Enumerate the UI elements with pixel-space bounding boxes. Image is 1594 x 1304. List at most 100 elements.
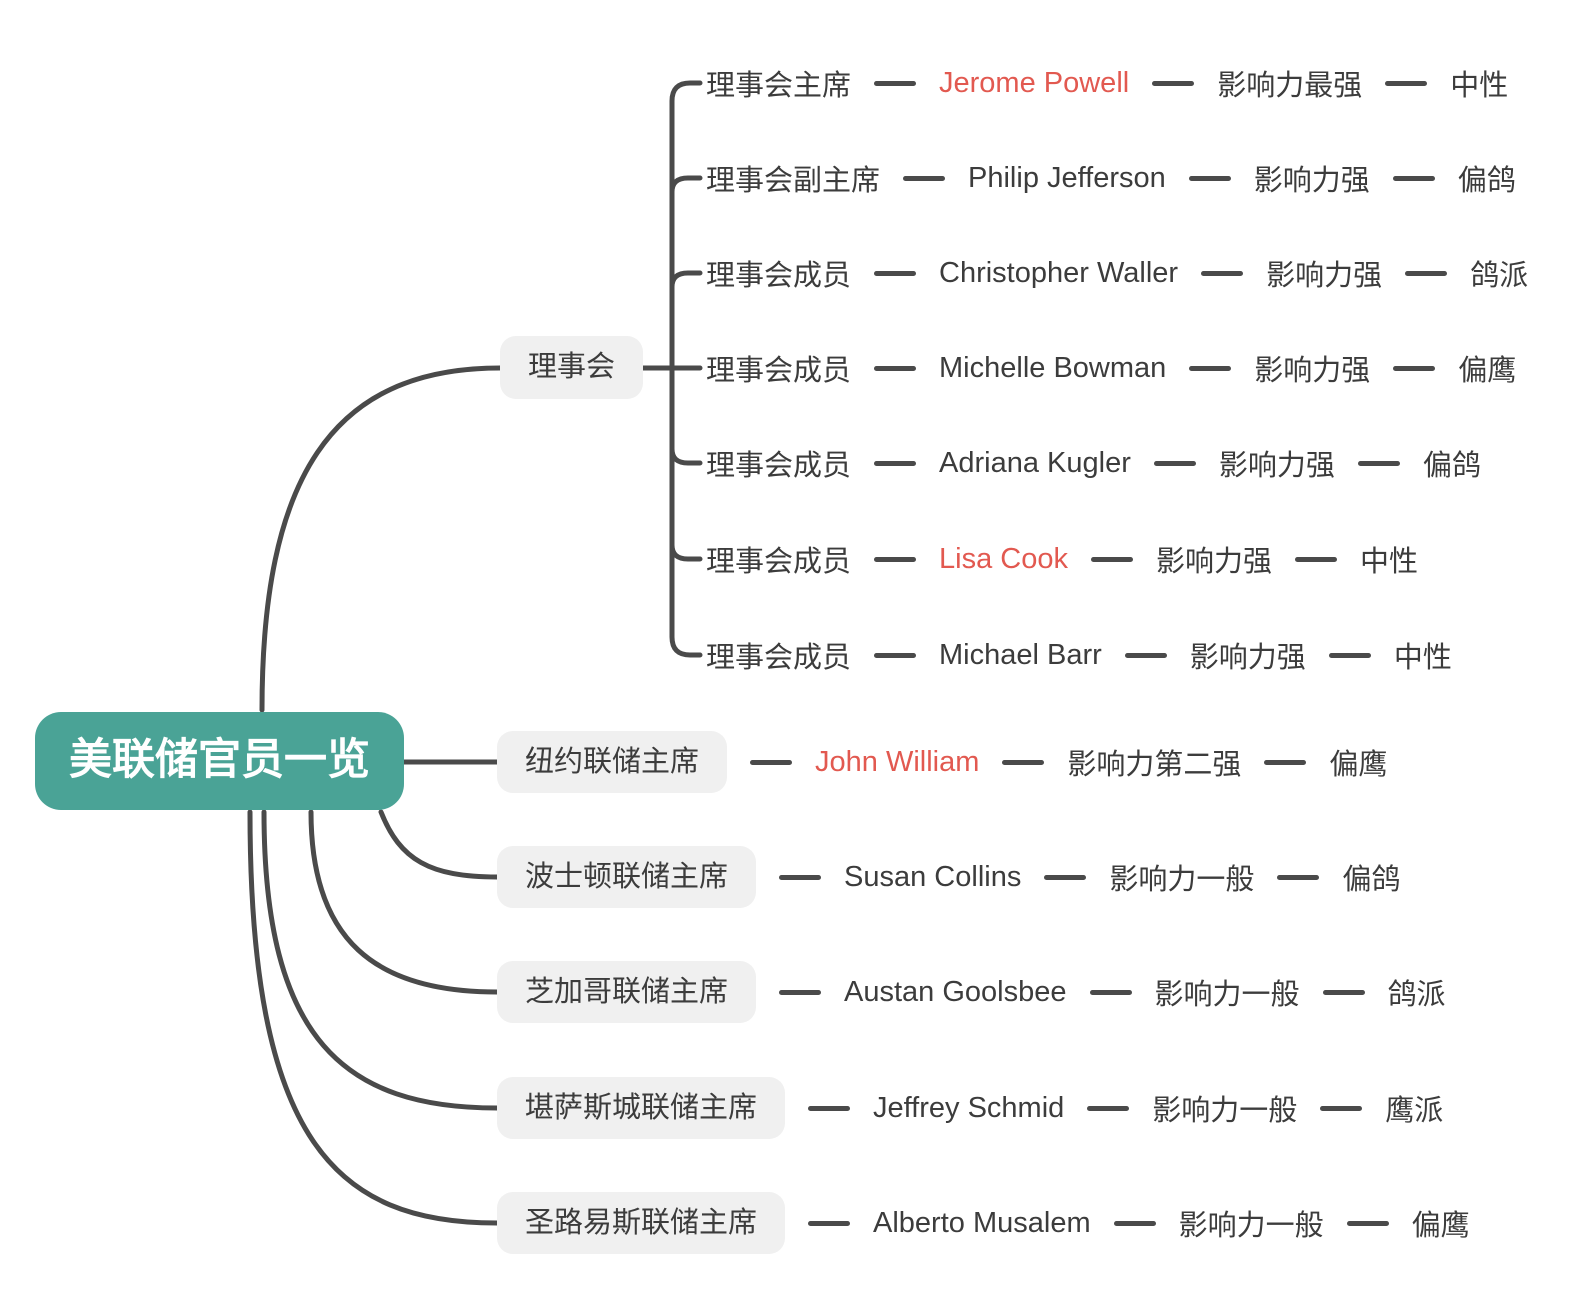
member-name[interactable]: Jerome Powell <box>939 66 1130 99</box>
member-role[interactable]: 理事会成员 <box>706 260 852 292</box>
board-bracket-stub <box>669 446 703 466</box>
connector-dash <box>808 1105 851 1111</box>
member-role[interactable]: 理事会成员 <box>706 450 852 482</box>
root-to-kansas-curve <box>261 809 500 1111</box>
connector-dash <box>1405 270 1448 276</box>
member-stance[interactable]: 鹰派 <box>1385 1095 1444 1127</box>
root-to-stlouis-curve <box>247 809 500 1226</box>
board-member-row: 理事会主席 Jerome Powell 影响力最强 中性 <box>706 51 1508 115</box>
board-member-row: 理事会成员 Adriana Kugler 影响力强 偏鸽 <box>706 431 1481 495</box>
member-name[interactable]: Alberto Musalem <box>873 1206 1091 1239</box>
node-boston-fed-president[interactable]: 波士顿联储主席 <box>497 845 757 909</box>
member-stance[interactable]: 中性 <box>1450 70 1509 102</box>
node-st-louis-fed-president[interactable]: 圣路易斯联储主席 <box>497 1191 786 1255</box>
member-name[interactable]: John William <box>815 745 980 778</box>
connector-dash <box>1152 80 1195 86</box>
connector-dash <box>750 759 793 765</box>
member-stance[interactable]: 中性 <box>1360 546 1419 578</box>
connector-dash <box>1044 874 1087 880</box>
member-influence[interactable]: 影响力一般 <box>1152 1095 1298 1127</box>
connector-dash <box>1393 365 1436 371</box>
member-name[interactable]: Susan Collins <box>844 860 1022 893</box>
node-board[interactable]: 理事会 <box>500 336 644 399</box>
member-name[interactable]: Lisa Cook <box>939 542 1068 575</box>
connector-dash <box>1002 759 1045 765</box>
member-influence[interactable]: 影响力一般 <box>1178 1210 1324 1242</box>
regional-row-st-louis: 圣路易斯联储主席 Alberto Musalem 影响力一般 偏鹰 <box>497 1191 1470 1255</box>
member-name[interactable]: Austan Goolsbee <box>844 975 1067 1008</box>
member-stance[interactable]: 偏鹰 <box>1458 355 1517 387</box>
connector-dash <box>1087 1105 1130 1111</box>
connector-dash <box>874 270 917 276</box>
member-stance[interactable]: 偏鸽 <box>1342 864 1401 896</box>
member-name[interactable]: Michelle Bowman <box>939 351 1167 384</box>
connector-dash <box>874 556 917 562</box>
root-to-chicago-curve <box>308 809 500 995</box>
member-role[interactable]: 理事会成员 <box>706 355 852 387</box>
connector-dash <box>1322 989 1365 995</box>
connector-dash <box>1113 1220 1156 1226</box>
connector-dash <box>1264 759 1307 765</box>
connector-dash <box>1328 652 1371 658</box>
connector-dash <box>1392 175 1435 181</box>
member-influence[interactable]: 影响力强 <box>1266 260 1383 292</box>
node-chicago-fed-president[interactable]: 芝加哥联储主席 <box>497 960 757 1024</box>
member-name[interactable]: Adriana Kugler <box>939 446 1131 479</box>
member-name[interactable]: Jeffrey Schmid <box>873 1091 1065 1124</box>
member-stance[interactable]: 鸽派 <box>1470 260 1529 292</box>
node-ny-fed-president[interactable]: 纽约联储主席 <box>497 730 728 794</box>
connector-dash <box>1295 556 1337 562</box>
member-influence[interactable]: 影响力一般 <box>1154 979 1300 1011</box>
connector-dash <box>1385 80 1428 86</box>
member-influence[interactable]: 影响力第二强 <box>1067 749 1242 781</box>
board-member-row: 理事会成员 Christopher Waller 影响力强 鸽派 <box>706 241 1528 305</box>
member-role[interactable]: 理事会成员 <box>706 546 852 578</box>
regional-row-ny: 纽约联储主席 John William 影响力第二强 偏鹰 <box>497 730 1387 794</box>
member-name[interactable]: Michael Barr <box>939 638 1102 671</box>
board-member-row: 理事会成员 Michelle Bowman 影响力强 偏鹰 <box>706 336 1516 400</box>
connector-dash <box>874 365 917 371</box>
node-kansas-city-fed-president[interactable]: 堪萨斯城联储主席 <box>497 1076 786 1140</box>
member-role[interactable]: 理事会成员 <box>706 642 852 674</box>
member-influence[interactable]: 影响力强 <box>1155 546 1272 578</box>
connector-dash <box>1357 460 1400 466</box>
member-stance[interactable]: 鸽派 <box>1387 979 1446 1011</box>
board-member-row: 理事会副主席 Philip Jefferson 影响力强 偏鸽 <box>706 146 1516 210</box>
root-to-board-curve <box>259 365 503 713</box>
connector-dash <box>1124 652 1167 658</box>
connector-dash <box>903 175 946 181</box>
connector-dash <box>874 652 917 658</box>
connector-dash <box>1089 989 1132 995</box>
member-name[interactable]: Philip Jefferson <box>968 161 1166 194</box>
member-influence[interactable]: 影响力最强 <box>1217 70 1363 102</box>
member-stance[interactable]: 偏鸽 <box>1422 450 1481 482</box>
member-influence[interactable]: 影响力强 <box>1218 450 1335 482</box>
regional-row-boston: 波士顿联储主席 Susan Collins 影响力一般 偏鸽 <box>497 845 1400 909</box>
member-stance[interactable]: 偏鹰 <box>1411 1210 1470 1242</box>
connector-dash <box>1188 175 1231 181</box>
connector-dash <box>779 989 822 995</box>
member-influence[interactable]: 影响力强 <box>1189 642 1306 674</box>
member-stance[interactable]: 中性 <box>1393 642 1452 674</box>
regional-row-chicago: 芝加哥联储主席 Austan Goolsbee 影响力一般 鸽派 <box>497 960 1446 1024</box>
member-role[interactable]: 理事会副主席 <box>706 165 881 197</box>
connector-dash <box>1090 556 1133 562</box>
member-stance[interactable]: 偏鸽 <box>1457 165 1516 197</box>
member-name[interactable]: Christopher Waller <box>939 256 1179 289</box>
root-node[interactable]: 美联储官员一览 <box>35 712 404 810</box>
board-bracket-stub <box>669 542 703 562</box>
board-bracket-stub <box>669 270 703 290</box>
member-influence[interactable]: 影响力强 <box>1253 165 1370 197</box>
connector-dash <box>779 874 822 880</box>
member-role[interactable]: 理事会主席 <box>706 70 852 102</box>
member-influence[interactable]: 影响力强 <box>1254 355 1371 387</box>
connector-dash <box>874 460 917 466</box>
connector-dash <box>1320 1105 1363 1111</box>
connector-dash <box>1153 460 1196 466</box>
connector-dash <box>1189 365 1232 371</box>
connector-dash <box>874 80 917 86</box>
root-to-boston-curve <box>378 809 500 880</box>
member-stance[interactable]: 偏鹰 <box>1329 749 1388 781</box>
member-influence[interactable]: 影响力一般 <box>1109 864 1255 896</box>
